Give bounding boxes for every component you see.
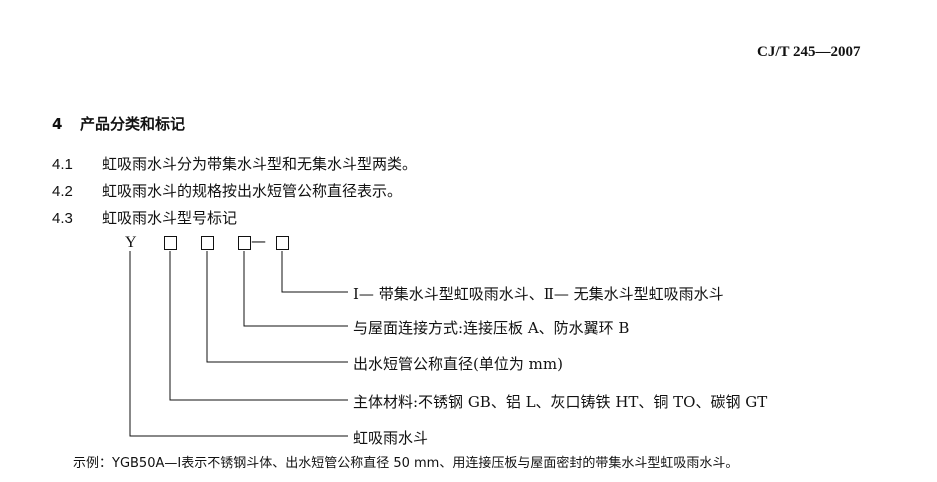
legend-connection: 与屋面连接方式:连接压板 A、防水翼环 B <box>353 319 630 337</box>
legend-material: 主体材料:不锈钢 GB、铝 L、灰口铸铁 HT、铜 TO、碳钢 GT <box>353 393 768 411</box>
example-note: 示例：YGB50A—Ⅰ表示不锈钢斗体、出水短管公称直径 50 mm、用连接压板与… <box>73 456 739 471</box>
clause-text: 虹吸雨水斗型号标记 <box>102 209 238 227</box>
clause-text: 虹吸雨水斗分为带集水斗型和无集水斗型两类。 <box>102 155 418 173</box>
placeholder-box-type <box>276 236 289 250</box>
designation-prefix: Y <box>125 234 137 251</box>
legend-product: 虹吸雨水斗 <box>353 429 429 447</box>
clause-text: 虹吸雨水斗的规格按出水短管公称直径表示。 <box>102 182 403 200</box>
legend-type: Ⅰ— 带集水斗型虹吸雨水斗、Ⅱ— 无集水斗型虹吸雨水斗 <box>353 285 724 303</box>
section-number: 4 <box>52 115 63 133</box>
placeholder-box-connection <box>238 236 251 250</box>
clause-number: 4.2 <box>52 183 73 200</box>
clause-4-3: 4.3 虹吸雨水斗型号标记 <box>52 207 237 228</box>
standard-code: CJ/T 245—2007 <box>757 44 861 60</box>
clause-4-2: 4.2 虹吸雨水斗的规格按出水短管公称直径表示。 <box>52 180 402 201</box>
legend-diameter: 出水短管公称直径(单位为 mm) <box>353 355 563 373</box>
placeholder-box-diameter <box>201 236 214 250</box>
clause-4-1: 4.1 虹吸雨水斗分为带集水斗型和无集水斗型两类。 <box>52 153 417 174</box>
clause-number: 4.1 <box>52 156 73 173</box>
clause-number: 4.3 <box>52 210 73 227</box>
section-heading: 4 产品分类和标记 <box>52 113 185 134</box>
designation-dash: — <box>251 232 266 250</box>
section-title: 产品分类和标记 <box>80 115 186 133</box>
placeholder-box-material <box>164 236 177 250</box>
